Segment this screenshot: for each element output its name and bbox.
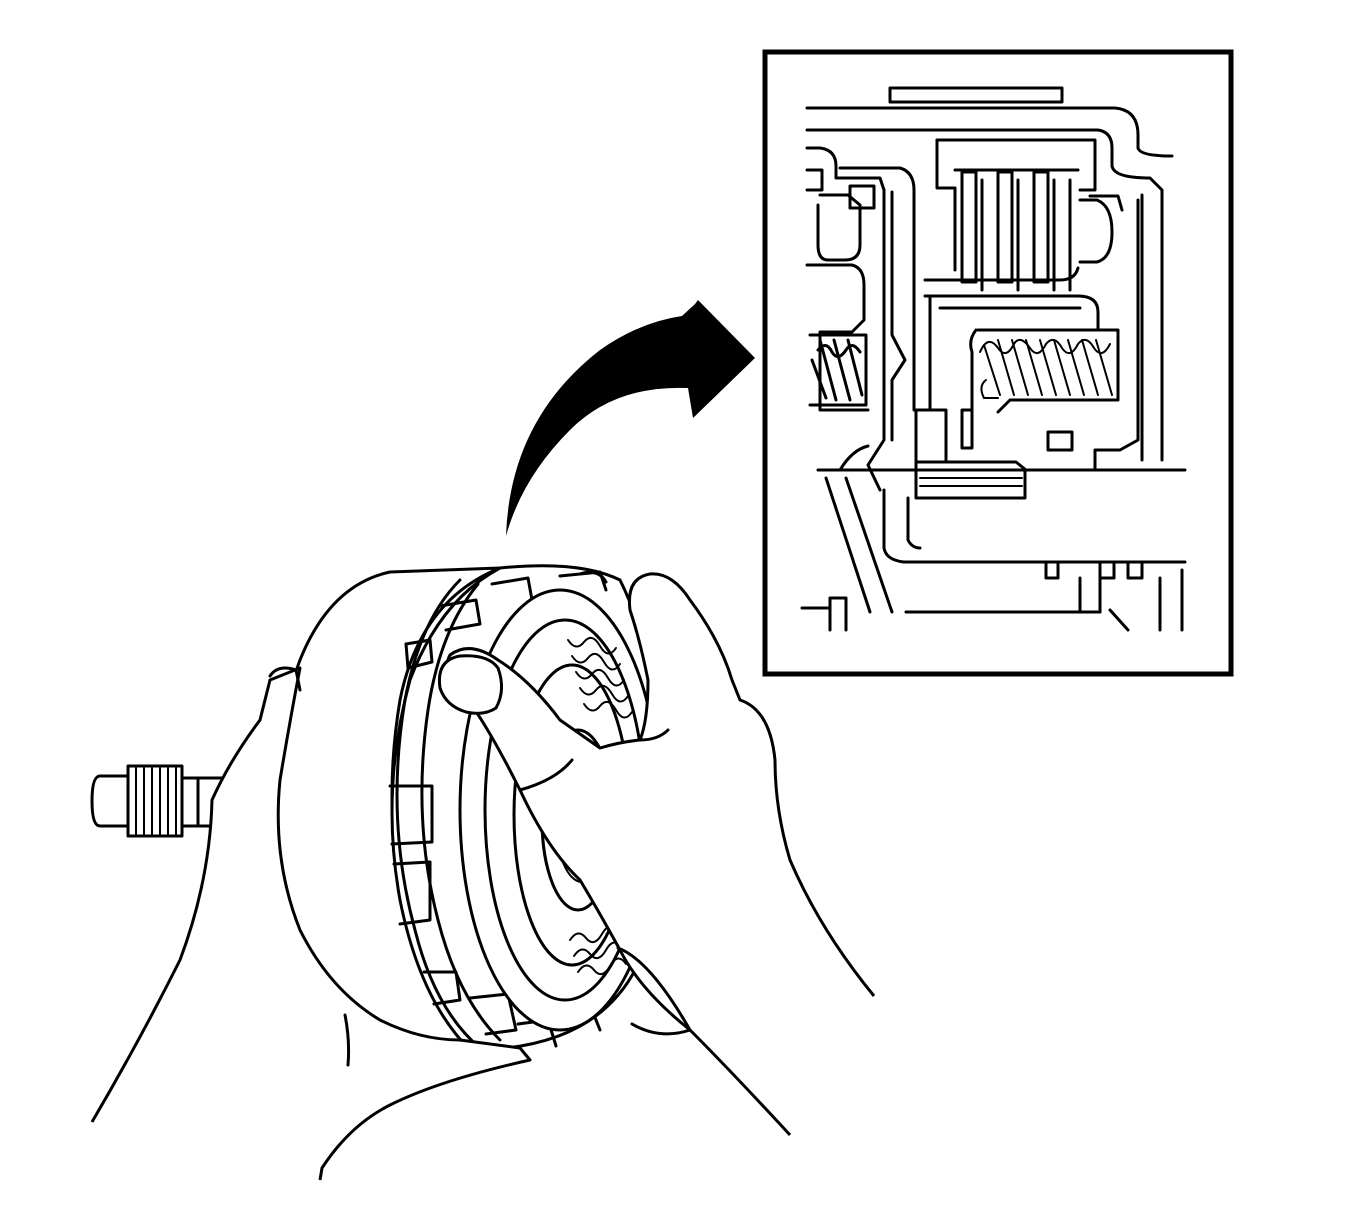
left-hand — [90, 666, 532, 1181]
thumbnail — [437, 654, 503, 715]
clutch-plates-top — [567, 636, 633, 719]
detail-inset — [762, 49, 1234, 677]
inset-cross-section — [800, 86, 1187, 632]
right-hand — [445, 572, 876, 1137]
callout-arrow — [506, 300, 755, 536]
hands — [90, 572, 876, 1181]
